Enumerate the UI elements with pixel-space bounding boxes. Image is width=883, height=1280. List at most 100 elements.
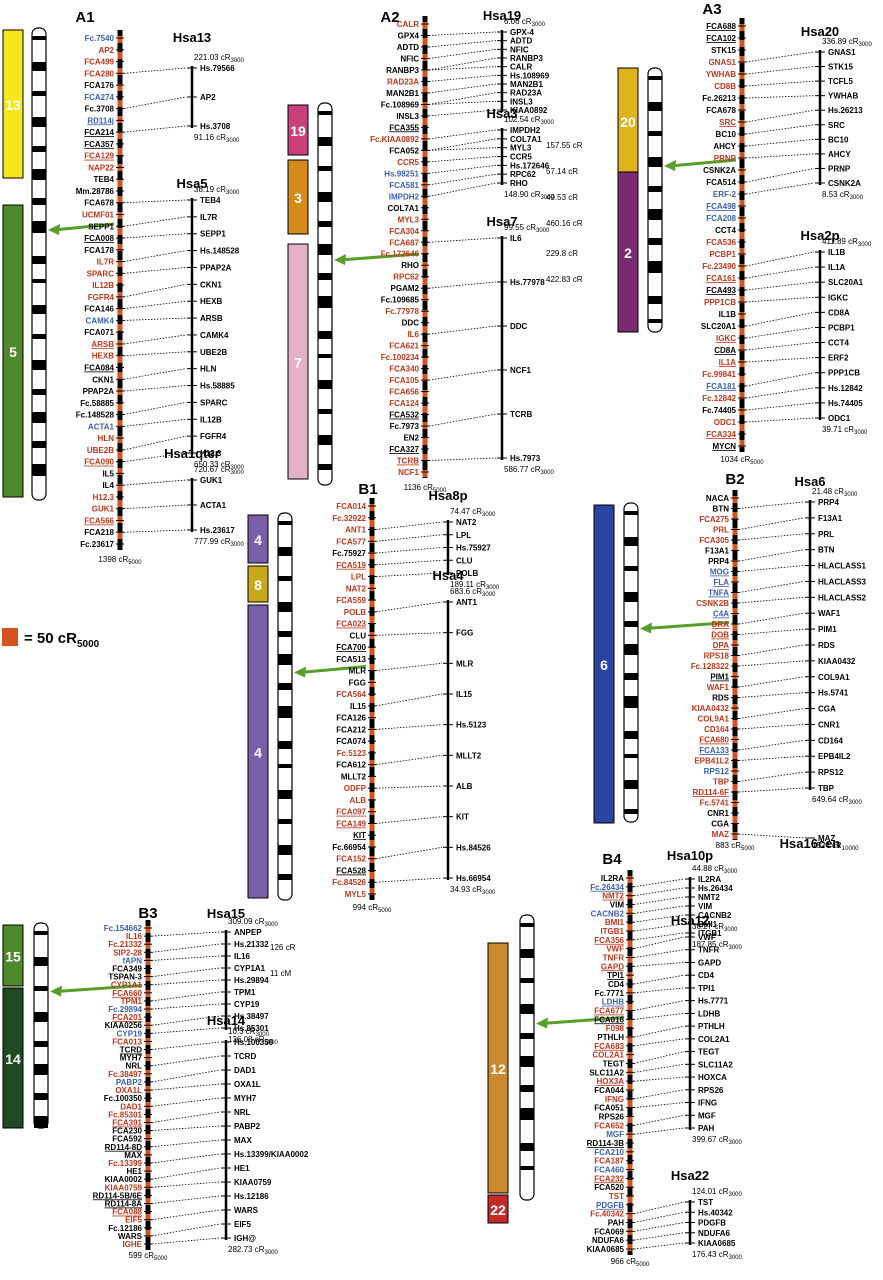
marker-label: MAN2B1 [386, 89, 419, 98]
marker-label: Hs.98251 [384, 169, 419, 178]
marker-label: COL7A1 [387, 204, 419, 213]
marker-label: GUK1 [92, 505, 115, 514]
human-marker-label: Hs.21332 [234, 940, 269, 949]
marker-label: CALR [397, 20, 419, 29]
marker-label: FCA564 [336, 690, 366, 699]
scale-segment [145, 1198, 151, 1205]
human-chromosome-title: Hsa2p [800, 228, 839, 243]
scale-segment [732, 560, 738, 567]
homology-connector [375, 662, 443, 672]
homology-connector [738, 596, 805, 604]
scale-segment [739, 72, 745, 79]
chromosome-band [32, 117, 46, 127]
homology-connector [633, 914, 685, 923]
chromosome-band [278, 706, 292, 718]
scale-segment [117, 324, 123, 331]
homology-connector [633, 878, 685, 888]
marker-label: RPC62 [393, 273, 419, 282]
chromosome-block [487, 942, 509, 1194]
arrow-shaft [645, 621, 730, 630]
marker-label: KIAA0759 [105, 1183, 143, 1192]
human-marker-label: HLACLASS3 [818, 577, 867, 586]
chromosome-band [520, 1085, 534, 1092]
green-arrow [664, 158, 737, 171]
marker-label: DOB [711, 631, 729, 640]
marker-label: FCA680 [699, 736, 729, 745]
scale-segment [117, 116, 123, 123]
marker-label: Fc.5741 [700, 799, 730, 808]
marker-label: FCA023 [336, 620, 366, 629]
marker-label: AP2 [98, 46, 114, 55]
marker-label: VIM [610, 901, 625, 910]
panel-title: A3 [702, 1, 721, 18]
human-marker-label: ADTD [510, 37, 532, 46]
marker-label: CCR5 [397, 158, 419, 167]
homology-connector [633, 987, 685, 994]
marker-label: FCA016 [594, 1015, 624, 1024]
scale-segment [739, 136, 745, 143]
human-chromosome-title: Hsa16cen [780, 836, 841, 851]
marker-label: ODFP [344, 784, 367, 793]
scale-segment [117, 436, 123, 443]
marker-label: FCA088 [112, 1208, 142, 1217]
marker-label: FCA498 [706, 202, 736, 211]
cr-label: 221.03 cR3000 [194, 53, 244, 64]
marker-label: FCA700 [336, 643, 366, 652]
chromosome-band [520, 949, 534, 958]
homology-connector [745, 311, 815, 327]
marker-label: KIAA0432 [692, 704, 730, 713]
homology-connector [745, 417, 815, 423]
scale-segment [117, 244, 123, 251]
marker-label: Fc.13399 [108, 1159, 142, 1168]
homology-connector [633, 932, 685, 941]
chromosome-band [278, 874, 292, 880]
human-marker-label: VIM [698, 902, 713, 911]
chromosome-band [32, 389, 46, 395]
chromosome-block [247, 604, 269, 899]
homology-connector [151, 931, 221, 937]
chromosome-band [32, 305, 46, 314]
scale-segment [739, 328, 745, 335]
scale-segment [145, 1118, 151, 1125]
cr-label: 36.27 cR3000 [692, 922, 738, 933]
marker-label: Fc.40342 [590, 1210, 624, 1219]
human-marker-label: Hs.77978 [510, 278, 545, 287]
marker-label: CCT4 [715, 226, 736, 235]
marker-label: Fc.21332 [108, 940, 142, 949]
scale-segment [422, 326, 428, 333]
marker-label: FCA230 [112, 1127, 142, 1136]
human-chromosome-title: Hsa19 [483, 8, 521, 23]
scale-segment [369, 840, 375, 847]
marker-label: CAMK4 [86, 316, 115, 325]
scale-segment [739, 360, 745, 367]
marker-label: FCA520 [594, 1183, 624, 1192]
arrow-shaft [55, 984, 143, 993]
homology-connector [428, 74, 497, 82]
marker-label: MOG [710, 568, 729, 577]
scale-segment [627, 1196, 633, 1203]
marker-label: CYP1A1 [111, 981, 143, 990]
homology-connector [151, 1223, 221, 1237]
marker-label: FCA218 [84, 528, 114, 537]
marker-label: Fc.74405 [702, 406, 736, 415]
chromosome-block [2, 204, 24, 498]
marker-label: CSNK2A [703, 166, 736, 175]
homology-connector [375, 559, 443, 566]
chromosome-block [287, 159, 309, 235]
marker-label: FCA327 [389, 445, 419, 454]
marker-label: Fc.66954 [332, 843, 366, 852]
homology-connector [123, 267, 187, 274]
extra-cr-label: 11 cM [270, 969, 292, 978]
scale-segment [422, 278, 428, 285]
human-chromosome-title: Hsa22 [671, 1168, 709, 1183]
homology-connector [123, 96, 187, 109]
homology-connector [738, 501, 805, 509]
human-marker-label: Hs.3708 [200, 122, 231, 131]
human-marker-label: PRP4 [818, 498, 839, 507]
marker-label: ALB [350, 796, 367, 805]
scale-segment [627, 1100, 633, 1107]
homology-connector [151, 1111, 221, 1123]
chromosome-band [34, 986, 48, 991]
chromosome-band [648, 296, 662, 304]
